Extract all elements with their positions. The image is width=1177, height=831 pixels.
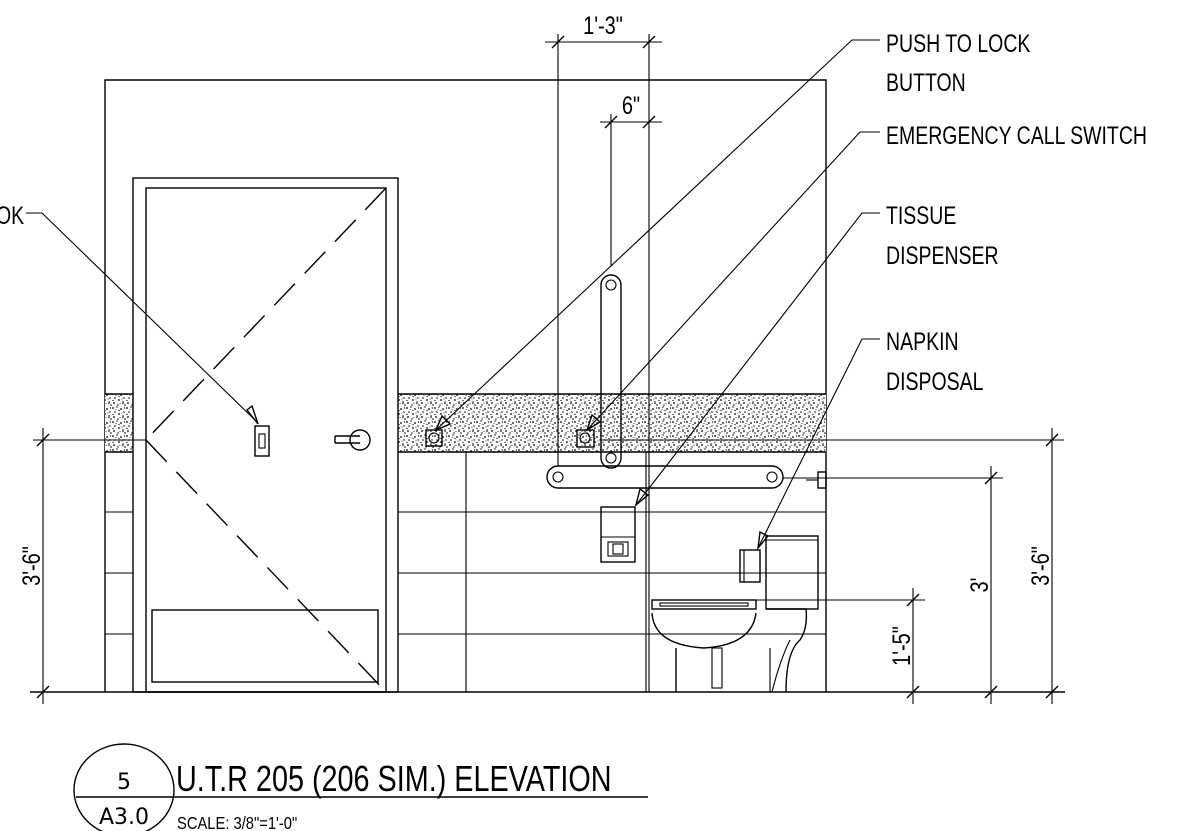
title-bubble (73, 743, 648, 831)
title-name: U.T.R 205 (206 SIM.) ELEVATION (176, 758, 612, 799)
dim-left-height: 3'-6" (18, 546, 46, 586)
label-tissue-cont: DISPENSER (886, 242, 999, 270)
dim-grab-bar-offset: 6" (622, 92, 640, 120)
dim-grab-bar-width: 1'-3" (583, 12, 623, 40)
door-lock-plate (254, 425, 270, 457)
label-push-to-lock-cont: BUTTON (886, 69, 966, 97)
label-cut-off: OK (0, 202, 24, 230)
label-push-to-lock: PUSH TO LOCK (886, 30, 1030, 58)
title-sheet: A3.0 (99, 805, 149, 830)
title-scale: SCALE: 3/8"=1'-0" (177, 814, 297, 831)
horizontal-grab-bar (546, 465, 784, 489)
tile-lines (105, 452, 826, 692)
dim-bar-height: 3' (966, 578, 994, 593)
tissue-dispenser (600, 506, 636, 563)
wainscot-band (105, 393, 826, 453)
wall-fixture (806, 471, 827, 489)
label-emergency-call: EMERGENCY CALL SWITCH (886, 122, 1147, 150)
emergency-call-switch (576, 429, 595, 448)
door (132, 177, 399, 693)
vertical-grab-bar (600, 274, 622, 469)
door-handle (334, 429, 371, 451)
leader-lines (26, 39, 880, 551)
toilet (651, 535, 819, 693)
napkin-disposal (739, 549, 761, 583)
dim-right-height: 3'-6" (1027, 546, 1055, 586)
label-napkin-cont: DISPOSAL (886, 368, 983, 396)
label-napkin: NAPKIN (886, 328, 959, 356)
title-number: 5 (117, 770, 131, 795)
dim-seat-height: 1'-5" (888, 626, 916, 666)
label-tissue: TISSUE (886, 202, 956, 230)
push-to-lock-button (425, 429, 443, 447)
